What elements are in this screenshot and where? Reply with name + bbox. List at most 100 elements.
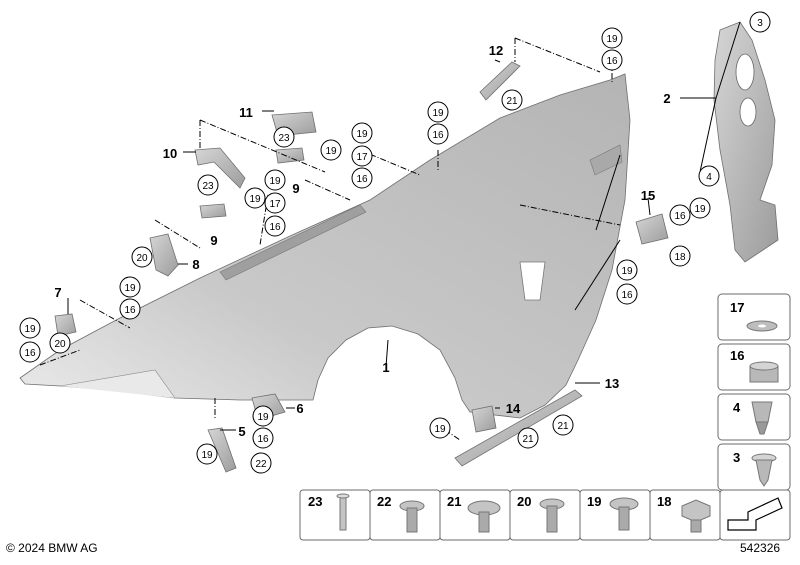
label-5: 5 [238, 424, 245, 439]
diagram-id: 542326 [740, 541, 781, 555]
svg-text:3: 3 [757, 18, 763, 29]
svg-text:19: 19 [124, 283, 136, 294]
bracket-9b-shape [199, 203, 227, 219]
circle-c19-b: 19 [264, 169, 286, 191]
svg-text:20: 20 [54, 339, 66, 350]
circle-c21-b13: 21 [552, 414, 574, 436]
circle-c23-b10: 23 [197, 174, 219, 196]
bottom-22-label: 22 [377, 494, 391, 509]
label-2: 2 [663, 91, 670, 106]
bracket-9a-shape [275, 147, 305, 164]
svg-text:19: 19 [434, 424, 446, 435]
svg-text:16: 16 [621, 290, 633, 301]
svg-text:19: 19 [432, 108, 444, 119]
svg-text:16: 16 [269, 222, 281, 233]
circle-c20-b7: 20 [49, 332, 71, 354]
svg-text:21: 21 [557, 421, 569, 432]
label-9a: 9 [292, 181, 299, 196]
svg-text:18: 18 [674, 252, 686, 263]
label-13: 13 [605, 376, 619, 391]
svg-text:4: 4 [706, 172, 712, 183]
circle-c16-b6: 16 [252, 427, 274, 449]
side-3-label: 3 [733, 450, 740, 465]
circle-c19-c: 19 [119, 276, 141, 298]
label-8: 8 [192, 257, 199, 272]
bracket-7-shape [54, 313, 77, 337]
bracket-15-shape [635, 213, 669, 245]
circle-c17-a: 17 [351, 145, 373, 167]
label-12: 12 [489, 43, 503, 58]
circle-c16-top: 16 [601, 49, 623, 71]
svg-text:19: 19 [269, 176, 281, 187]
circle-c3-clip: 3 [749, 11, 771, 33]
svg-text:16: 16 [674, 211, 686, 222]
svg-text:19: 19 [356, 129, 368, 140]
svg-text:19: 19 [201, 450, 213, 461]
svg-text:16: 16 [606, 56, 618, 67]
arrow-icon [727, 497, 783, 531]
svg-text:19: 19 [325, 146, 337, 157]
label-10: 10 [163, 146, 177, 161]
circle-c19-b6: 19 [252, 405, 274, 427]
label-6: 6 [296, 401, 303, 416]
side-fastener-legend: 17 16 4 3 [717, 293, 791, 491]
svg-text:20: 20 [136, 253, 148, 264]
svg-text:22: 22 [255, 459, 267, 470]
side-16-label: 16 [730, 348, 744, 363]
side-17-label: 17 [730, 300, 744, 315]
circle-c19-d: 19 [19, 317, 41, 339]
front-fender [19, 73, 631, 419]
label-9b: 9 [210, 233, 217, 248]
svg-text:16: 16 [356, 174, 368, 185]
side-4-label: 4 [733, 400, 741, 415]
copyright-text: © 2024 BMW AG [6, 541, 98, 555]
bottom-21-label: 21 [447, 494, 461, 509]
svg-text:16: 16 [257, 434, 269, 445]
svg-text:19: 19 [694, 204, 706, 215]
circle-c16-mid: 16 [427, 123, 449, 145]
circle-c19-a: 19 [351, 122, 373, 144]
circle-c16-rear: 16 [616, 283, 638, 305]
circle-c18-b15: 18 [669, 245, 691, 267]
circle-c16-b: 16 [264, 215, 286, 237]
circle-c20-b8: 20 [131, 246, 153, 268]
svg-text:23: 23 [202, 181, 214, 192]
circle-c19-b11: 19 [320, 139, 342, 161]
bottom-19-label: 19 [587, 494, 601, 509]
circled-numbers: 19 16 21 19 16 19 17 16 23 19 23 19 19 1… [19, 11, 771, 474]
bottom-23-label: 23 [308, 494, 322, 509]
assembly-lines [39, 37, 621, 441]
bottom-18-label: 18 [657, 494, 671, 509]
label-14: 14 [506, 401, 521, 416]
label-15: 15 [641, 188, 655, 203]
circle-c16-d: 16 [19, 341, 41, 363]
circle-c22-b5: 22 [250, 452, 272, 474]
svg-text:23: 23 [278, 133, 290, 144]
circle-c19-rear: 19 [616, 259, 638, 281]
svg-text:19: 19 [249, 194, 261, 205]
svg-text:16: 16 [432, 130, 444, 141]
label-1: 1 [382, 360, 389, 375]
label-11: 11 [239, 105, 253, 120]
circle-c4-clip: 4 [698, 165, 720, 187]
circle-c16-a: 16 [351, 167, 373, 189]
callout-labels: 1 2 5 6 7 8 9 9 10 11 12 13 14 15 [54, 43, 670, 439]
svg-text:21: 21 [506, 96, 518, 107]
svg-text:16: 16 [24, 348, 36, 359]
bracket-13-shape [454, 389, 583, 467]
svg-text:17: 17 [269, 199, 281, 210]
bottom-fastener-legend: 23 22 21 20 19 18 [299, 489, 791, 541]
circle-c19-top: 19 [601, 27, 623, 49]
circle-c19-b10: 19 [244, 187, 266, 209]
circle-c23-b11: 23 [273, 126, 295, 148]
bottom-20-label: 20 [517, 494, 531, 509]
bracket-5-shape [207, 427, 237, 473]
circle-c19-b15: 19 [689, 197, 711, 219]
svg-text:17: 17 [356, 152, 368, 163]
label-7: 7 [54, 285, 61, 300]
bracket-8-shape [149, 233, 179, 277]
circle-c21-b12: 21 [501, 89, 523, 111]
circle-c16-b15: 16 [669, 204, 691, 226]
circle-c19-mid: 19 [427, 101, 449, 123]
